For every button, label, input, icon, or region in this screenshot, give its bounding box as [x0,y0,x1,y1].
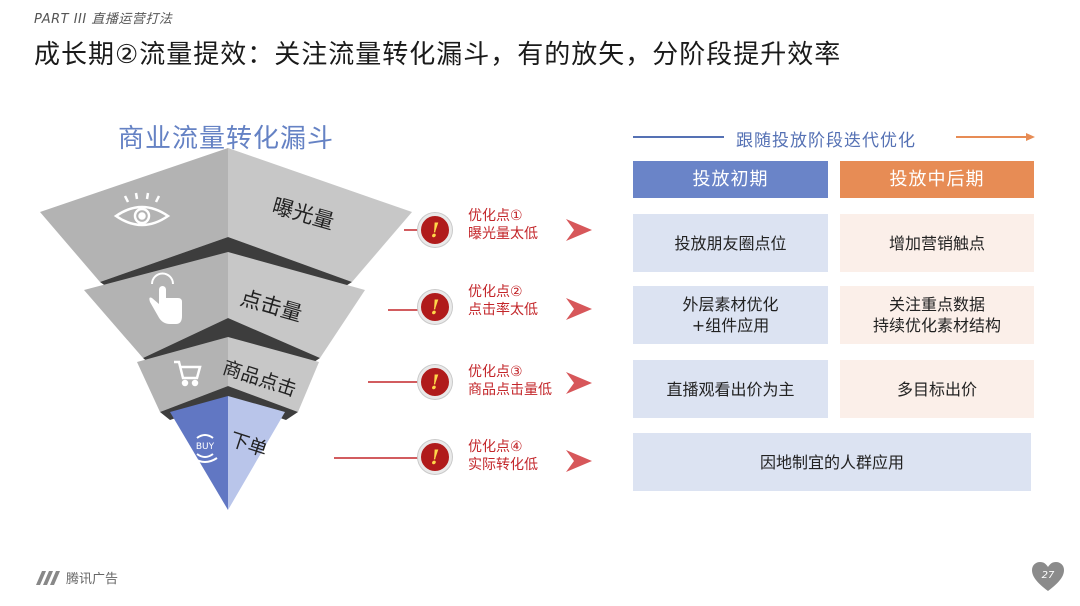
cell-row3-early-text: 直播观看出价为主 [666,379,795,399]
page-number: 27 [1042,570,1055,581]
opt-point-4-desc: 实际转化低 [468,457,538,473]
warning-icon-3: ! [418,365,452,399]
cell-row2-early-text: 外层素材优化 +组件应用 [682,295,779,335]
opt-point-2-title: 优化点② [468,284,523,300]
chevron-right-icon-2 [566,298,592,320]
chevron-right-icon-4 [566,450,592,472]
opt-point-4-title: 优化点④ [468,439,523,455]
opt-point-3-title: 优化点③ [468,364,523,380]
cell-row3-early: 直播观看出价为主 [633,360,828,418]
cell-row4-merged: 因地制宜的人群应用 [633,433,1031,491]
cell-row2-late-text: 关注重点数据 持续优化素材结构 [872,295,1001,335]
funnel-stage-3-right [228,337,319,412]
funnel-stage-4-right [228,396,285,510]
brand-mark-icon [36,570,60,585]
cell-row2-early: 外层素材优化 +组件应用 [633,286,828,344]
cell-row3-late: 多目标出价 [840,360,1034,418]
cell-row3-late-text: 多目标出价 [896,379,977,399]
opt-point-1: 优化点① 曝光量太低 [468,207,538,243]
opt-point-4: 优化点④ 实际转化低 [468,438,538,474]
cell-row1-late: 增加营销触点 [840,214,1034,272]
svg-text:BUY: BUY [196,442,215,452]
iter-arrow-head [1026,133,1035,141]
cell-row4-merged-text: 因地制宜的人群应用 [759,452,904,472]
pointer-hand-icon [149,272,182,324]
funnel-stage-4-left [170,396,228,510]
cell-row2-late: 关注重点数据 持续优化素材结构 [840,286,1034,344]
opt-point-2-desc: 点击率太低 [468,302,538,318]
page-number-heart: 27 [1032,562,1064,591]
opt-point-2: 优化点② 点击率太低 [468,283,538,319]
warning-icon-4: ! [418,440,452,474]
funnel-stage-2-right [228,252,365,358]
cell-row1-early-text: 投放朋友圈点位 [674,233,787,253]
cart-icon [174,360,202,387]
cell-row1-early: 投放朋友圈点位 [633,214,828,272]
opt-point-1-title: 优化点① [468,208,523,224]
opt-point-3-desc: 商品点击量低 [468,382,552,398]
iteration-label: 跟随投放阶段迭代优化 [736,131,916,151]
buy-signal-icon: BUY [192,434,218,463]
chevron-right-icon-1 [566,219,592,241]
brand-name: 腾讯广告 [66,572,119,587]
part-label: PART III 直播运营打法 [34,12,173,27]
chevron-right-icon-3 [566,372,592,394]
eye-icon [113,192,171,227]
funnel-stage-1-right [228,148,412,282]
cell-row1-late-text: 增加营销触点 [888,233,985,253]
opt-point-3: 优化点③ 商品点击量低 [468,363,552,399]
warning-icon-2: ! [418,290,452,324]
column-header-late: 投放中后期 [840,161,1034,198]
page-title: 成长期②流量提效：关注流量转化漏斗，有的放矢，分阶段提升效率 [34,40,842,70]
opt-point-1-desc: 曝光量太低 [468,226,538,242]
warning-icon-1: ! [418,213,452,247]
brand-logo: 腾讯广告 [36,568,118,587]
column-header-early: 投放初期 [633,161,828,198]
